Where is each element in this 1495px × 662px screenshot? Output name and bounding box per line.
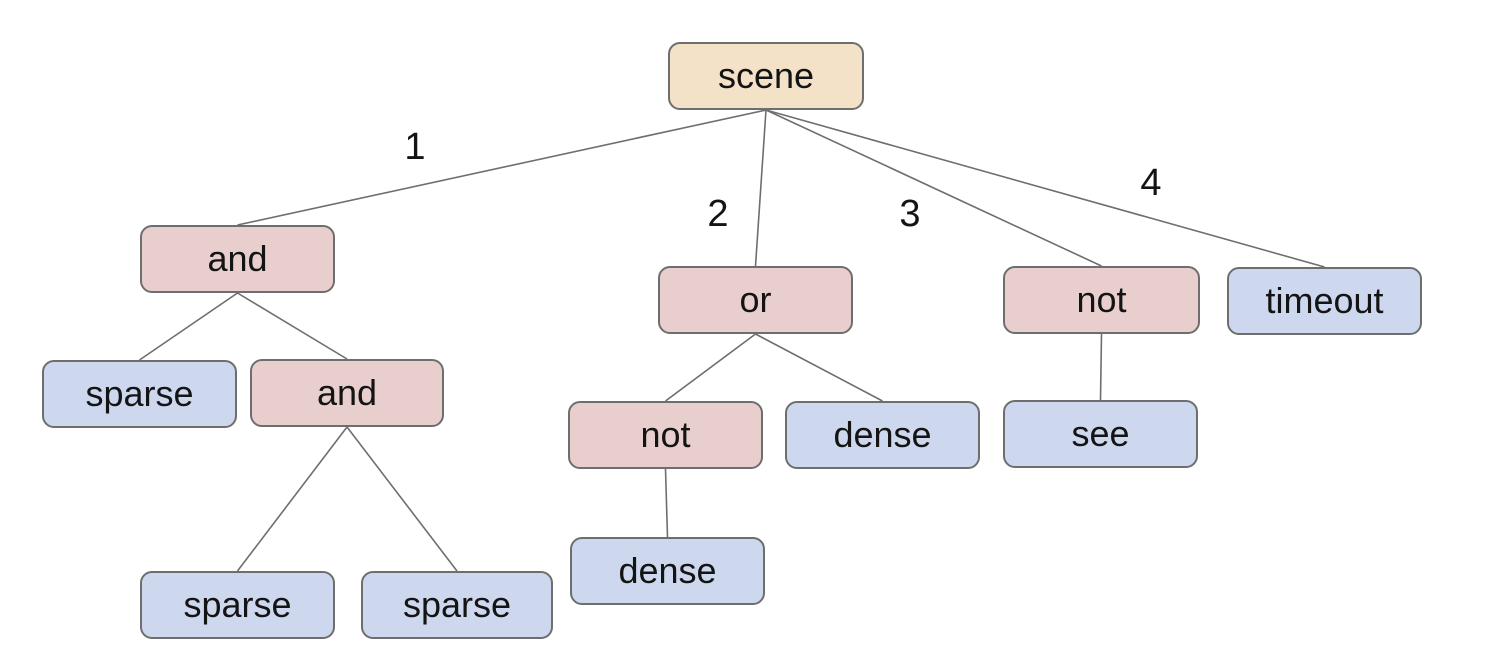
tree-node-label: and (207, 238, 268, 279)
tree-node-label: not (1076, 279, 1127, 320)
edge-scene-not1 (765, 109, 1102, 267)
tree-node-label: and (316, 372, 378, 413)
tree-node-label: sparse (183, 584, 292, 625)
branch-number-label: 4 (1140, 162, 1162, 204)
edge-not1-see1 (1099, 333, 1103, 401)
tree-node-and1: and (140, 225, 335, 293)
edge-and1-and2 (237, 292, 348, 360)
edge-not2-dense2 (664, 468, 669, 538)
tree-node-sparse2: sparse (140, 571, 335, 639)
tree-node-dense2: dense (570, 537, 765, 605)
tree-node-sparse1: sparse (42, 360, 237, 428)
tree-node-or1: or (658, 266, 853, 334)
tree-node-not2: not (568, 401, 763, 469)
tree-node-label: not (640, 414, 691, 455)
branch-number-label: 1 (404, 126, 426, 168)
tree-node-label: sparse (85, 373, 194, 414)
branch-number-label: 3 (899, 193, 921, 235)
edge-or1-dense1 (755, 333, 883, 402)
tree-node-and2: and (250, 359, 444, 427)
tree-node-label: scene (717, 55, 815, 96)
edge-scene-and1 (237, 109, 767, 226)
tree-node-scene: scene (668, 42, 864, 110)
edge-scene-or1 (754, 109, 767, 267)
tree-node-label: sparse (402, 584, 512, 625)
tree-node-timeout1: timeout (1227, 267, 1422, 335)
tree-node-see1: see (1003, 400, 1198, 468)
edge-or1-not2 (665, 333, 756, 402)
tree-node-label: dense (833, 414, 932, 455)
tree-node-label: dense (618, 550, 717, 591)
tree-node-label: or (739, 279, 772, 320)
tree-node-label: timeout (1265, 280, 1384, 321)
edge-and2-sparse2 (236, 426, 348, 572)
tree-node-dense1: dense (785, 401, 980, 469)
edge-and2-sparse3 (346, 426, 458, 572)
edge-scene-timeout1 (765, 109, 1325, 268)
branch-number-label: 2 (707, 193, 729, 235)
tree-node-label: see (1071, 413, 1130, 454)
edge-and1-sparse1 (139, 292, 238, 361)
tree-node-sparse3: sparse (361, 571, 553, 639)
tree-node-not1: not (1003, 266, 1200, 334)
